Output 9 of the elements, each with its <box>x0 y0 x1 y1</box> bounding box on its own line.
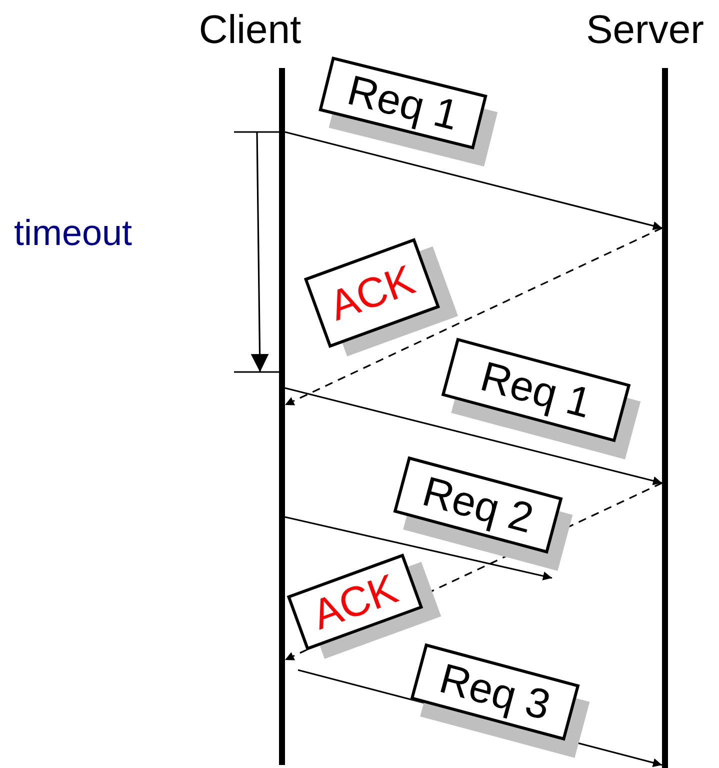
lifeline <box>279 68 285 765</box>
lifeline <box>662 68 668 768</box>
message-arrow <box>284 516 552 580</box>
lifeline-title: Client <box>160 8 340 52</box>
message-arrow <box>284 227 662 406</box>
message-arrow <box>284 387 662 486</box>
lifeline-title: Server <box>570 8 719 52</box>
message-arrow <box>284 131 662 230</box>
duration-label: timeout <box>14 212 132 254</box>
